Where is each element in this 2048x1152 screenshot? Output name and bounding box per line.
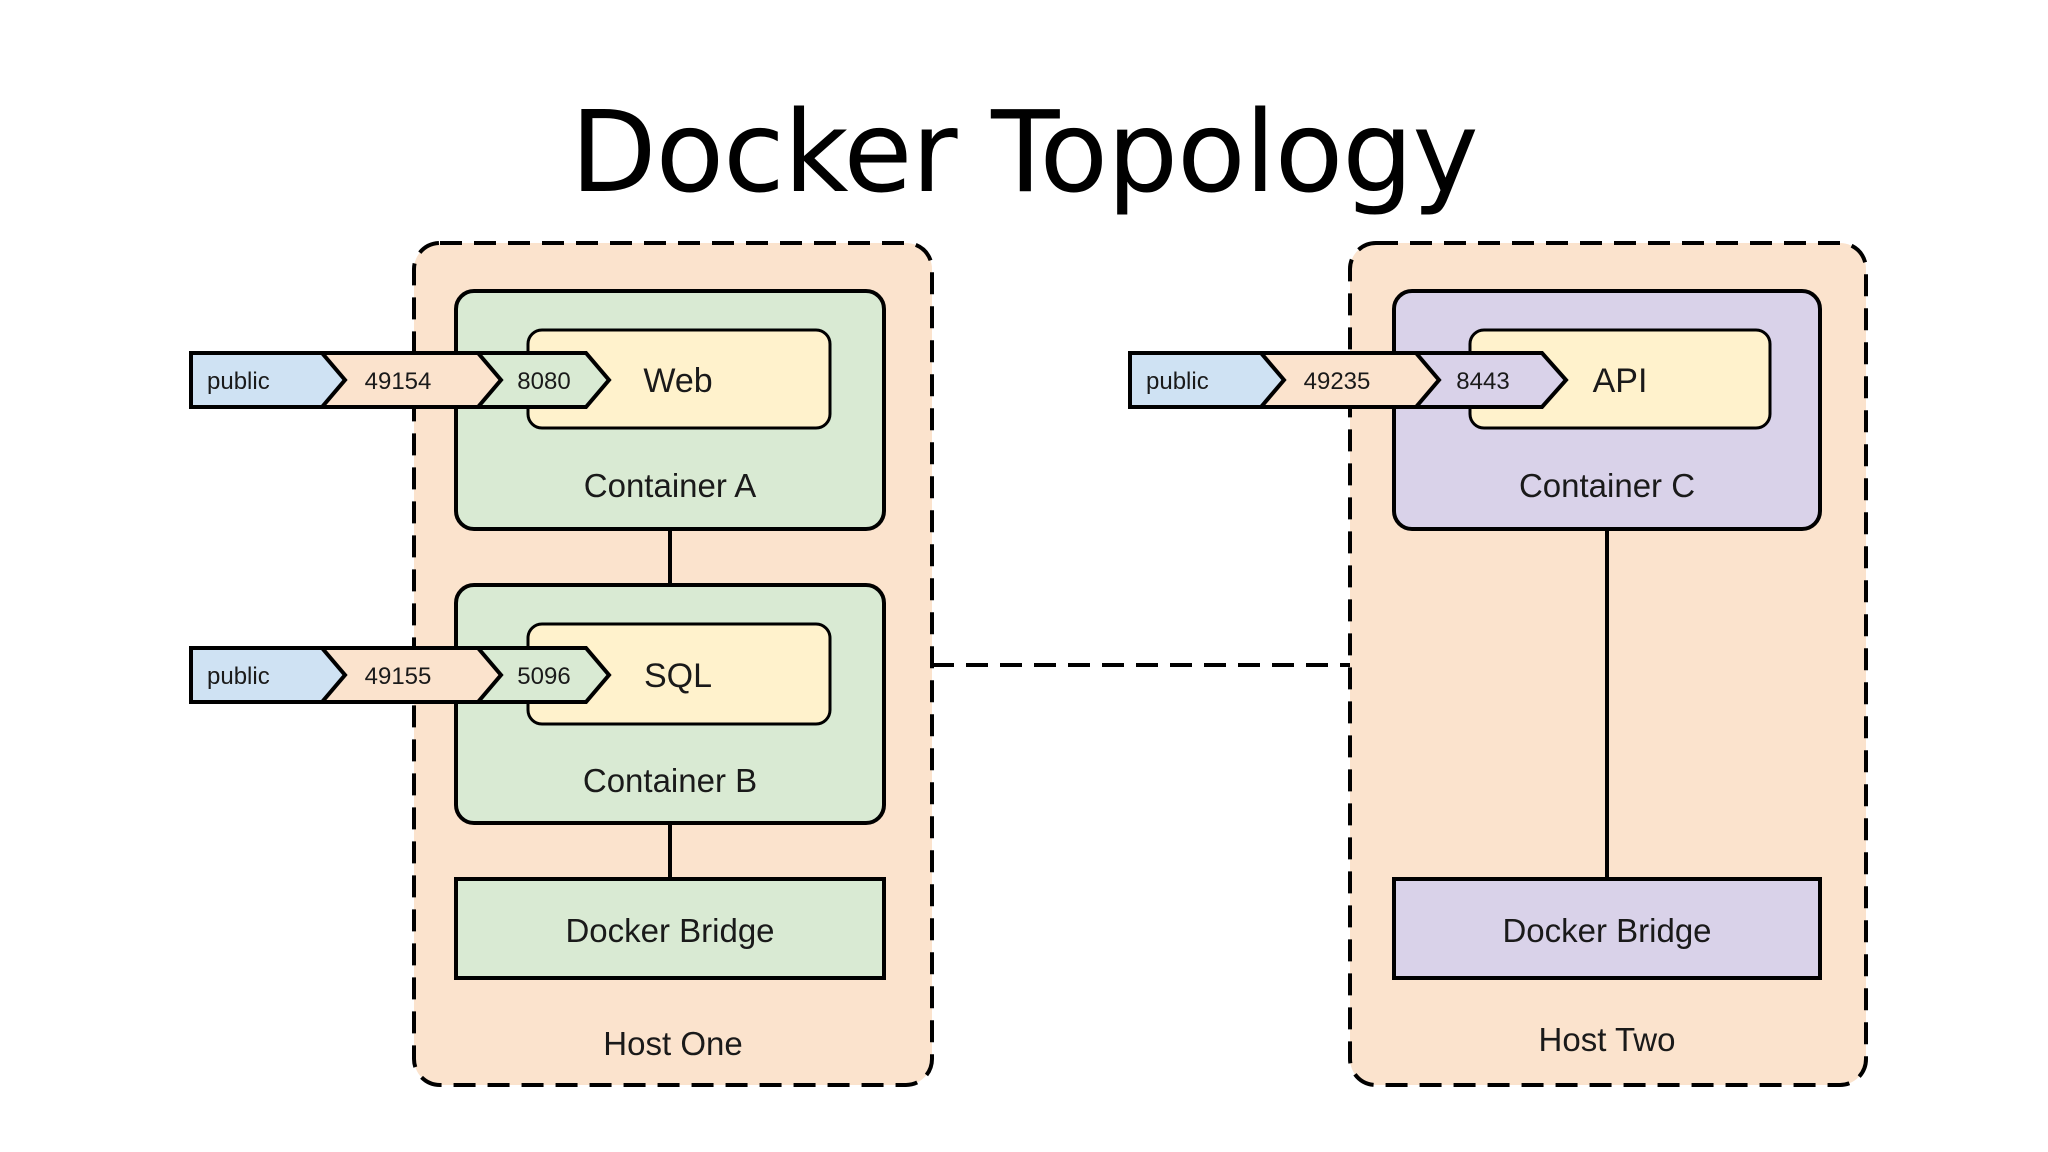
host-two-bridge-box: [1392, 877, 1822, 980]
public-tag-c: [1128, 351, 1287, 409]
public-label-a: public: [207, 368, 270, 395]
host-port-label-c: 49235: [1304, 368, 1371, 395]
container-port-label-c: 8443: [1456, 368, 1509, 395]
host-two-bridge-label: Docker Bridge: [1502, 912, 1711, 949]
container-port-label-a: 8080: [517, 368, 570, 395]
host-port-label-a: 49154: [365, 368, 432, 395]
container-a-label: Container A: [584, 467, 756, 504]
container-c-label: Container C: [1519, 467, 1695, 504]
container-c: API Container C: [1392, 289, 1822, 531]
slide-title: Docker Topology: [570, 88, 1478, 218]
host-port-label-b: 49155: [365, 663, 432, 690]
port-chain-b: public 49155 5096: [189, 646, 612, 704]
host-one-bridge-label: Docker Bridge: [565, 912, 774, 949]
port-chain-a: public 49154 8080: [189, 351, 612, 409]
public-label-b: public: [207, 663, 270, 690]
host-one-label: Host One: [603, 1025, 742, 1062]
container-a: Web Container A: [454, 289, 886, 531]
container-port-label-b: 5096: [517, 663, 570, 690]
public-tag-b: [189, 646, 348, 704]
public-tag-a: [189, 351, 348, 409]
service-web-label: Web: [643, 362, 712, 400]
container-b-label: Container B: [583, 762, 757, 799]
host-one: Web Container A SQL Container B Docker B…: [189, 241, 934, 1087]
service-api-label: API: [1593, 362, 1648, 400]
host-two-label: Host Two: [1539, 1021, 1676, 1058]
service-sql-label: SQL: [644, 657, 712, 695]
host-two: API Container C Docker Bridge Host Two p…: [1128, 241, 1868, 1087]
container-b: SQL Container B: [454, 583, 886, 825]
port-chain-c: public 49235 8443: [1128, 351, 1569, 409]
host-one-bridge-box: [454, 877, 886, 980]
public-label-c: public: [1146, 368, 1209, 395]
